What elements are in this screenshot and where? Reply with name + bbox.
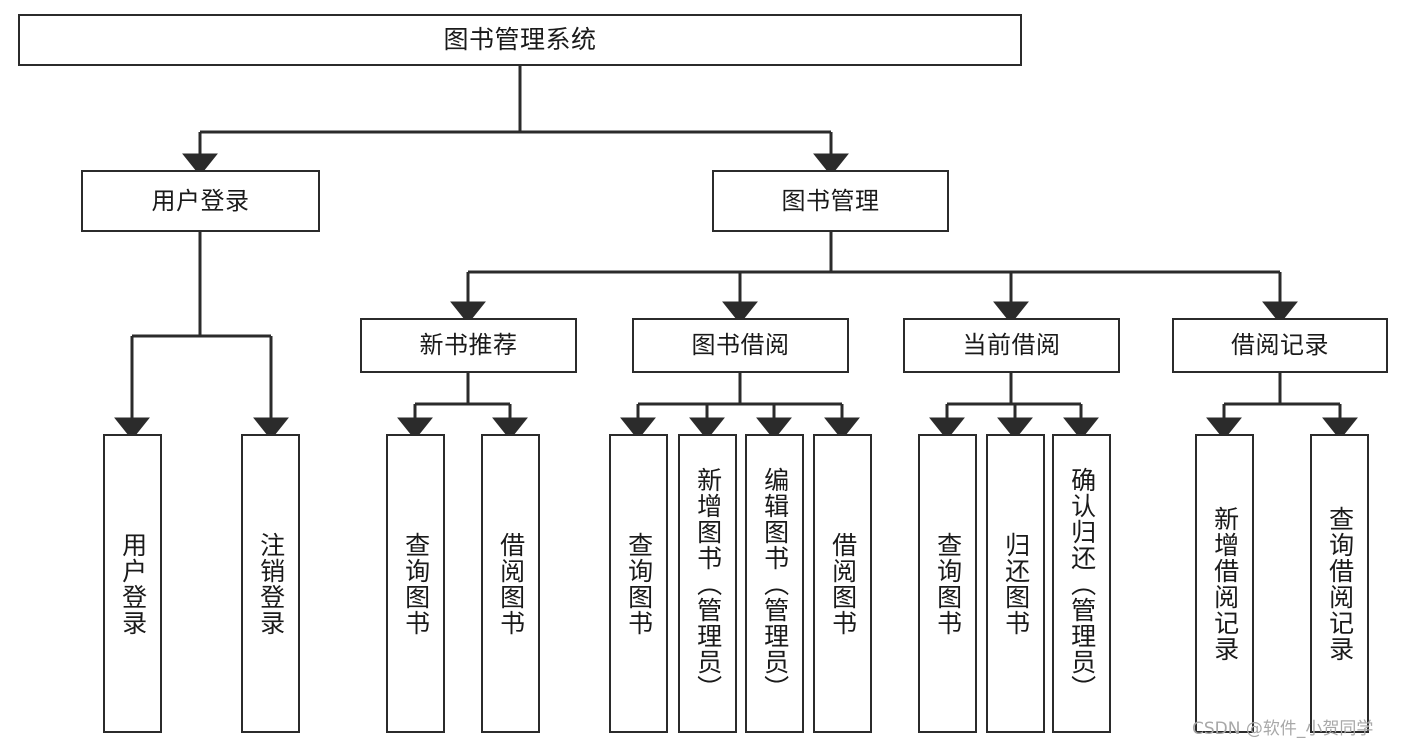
- node-label: 确认归还（管理员）: [1067, 466, 1097, 701]
- node-label: 图书管理: [781, 186, 880, 215]
- watermark: CSDN @软件_小贺同学: [1192, 719, 1374, 739]
- leaf-confirm-return-admin[interactable]: 确认归还（管理员）: [1052, 434, 1111, 733]
- node-label: 借阅图书: [828, 531, 858, 636]
- node-label: 用户登录: [118, 531, 148, 636]
- node-label: 查询借阅记录: [1325, 505, 1355, 662]
- leaf-add-borrow-record[interactable]: 新增借阅记录: [1195, 434, 1254, 733]
- node-label: 查询图书: [401, 531, 431, 636]
- node-book-management[interactable]: 图书管理: [712, 170, 949, 232]
- node-label: 借阅图书: [496, 531, 526, 636]
- node-label: 借阅记录: [1231, 331, 1329, 360]
- leaf-query-borrow-record[interactable]: 查询借阅记录: [1310, 434, 1369, 733]
- leaf-add-book-admin[interactable]: 新增图书（管理员）: [678, 434, 737, 733]
- leaf-query-book-recommend[interactable]: 查询图书: [386, 434, 445, 733]
- node-label: 图书管理系统: [443, 25, 597, 55]
- node-label: 查询图书: [933, 531, 963, 636]
- leaf-return-book[interactable]: 归还图书: [986, 434, 1045, 733]
- node-borrow-record[interactable]: 借阅记录: [1172, 318, 1388, 373]
- leaf-query-book-current[interactable]: 查询图书: [918, 434, 977, 733]
- node-label: 图书借阅: [691, 331, 790, 360]
- node-current-borrow[interactable]: 当前借阅: [903, 318, 1120, 373]
- leaf-query-book-borrow[interactable]: 查询图书: [609, 434, 668, 733]
- node-label: 新增借阅记录: [1210, 505, 1240, 662]
- node-label: 用户登录: [151, 186, 250, 215]
- node-root-system[interactable]: 图书管理系统: [18, 14, 1022, 66]
- leaf-user-login[interactable]: 用户登录: [103, 434, 162, 733]
- node-user-login[interactable]: 用户登录: [81, 170, 320, 232]
- node-label: 归还图书: [1001, 531, 1031, 636]
- node-book-borrow[interactable]: 图书借阅: [632, 318, 849, 373]
- node-label: 新书推荐: [419, 331, 518, 360]
- node-label: 编辑图书（管理员）: [760, 466, 790, 701]
- leaf-borrow-book[interactable]: 借阅图书: [813, 434, 872, 733]
- node-label: 查询图书: [624, 531, 654, 636]
- leaf-borrow-book-recommend[interactable]: 借阅图书: [481, 434, 540, 733]
- node-new-book-recommend[interactable]: 新书推荐: [360, 318, 577, 373]
- node-label: 当前借阅: [962, 331, 1061, 360]
- leaf-edit-book-admin[interactable]: 编辑图书（管理员）: [745, 434, 804, 733]
- leaf-user-logout[interactable]: 注销登录: [241, 434, 300, 733]
- node-label: 新增图书（管理员）: [693, 466, 723, 701]
- node-label: 注销登录: [256, 531, 286, 636]
